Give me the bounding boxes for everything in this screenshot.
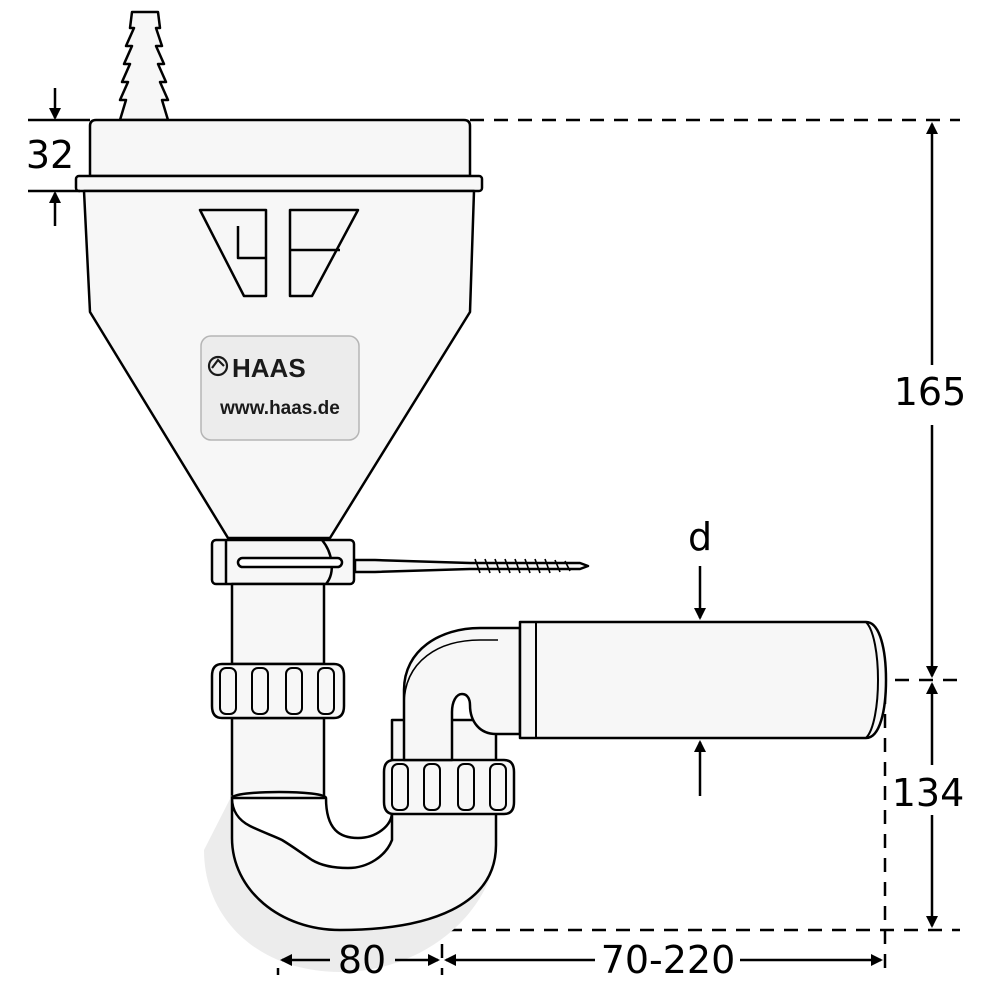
logo-plate: HAAS www.haas.de (200, 335, 360, 441)
vent-slot-left (198, 208, 268, 298)
logo-brand: HAAS (232, 353, 306, 383)
dim-label-d: d (688, 515, 712, 559)
wall-bracket (210, 538, 590, 586)
dim-label-32: 32 (26, 133, 74, 177)
vent-slot-left-inner (236, 226, 266, 260)
u-bend-shadow (204, 795, 496, 972)
outlet-elbow (402, 626, 522, 762)
vent-slot-right (288, 208, 360, 298)
funnel-lid (88, 118, 472, 178)
union-nut-left (210, 662, 346, 720)
inlet-pipe-lower (230, 716, 326, 800)
tap-icon (207, 355, 229, 377)
outlet-elbow-contour (403, 639, 498, 706)
u-bend (230, 796, 498, 932)
union-nut-left-ribs (219, 667, 335, 715)
union-nut-right-ribs (391, 763, 507, 811)
u-bend-inner-edge (230, 790, 394, 840)
funnel-rim (74, 174, 484, 193)
hose-nozzle (118, 10, 170, 122)
dimension-labels: 32 165 134 80 70-220 d (26, 133, 974, 982)
screw-shank (353, 558, 590, 574)
dim-label-134: 134 (892, 771, 965, 815)
dim-label-165: 165 (894, 370, 967, 414)
outlet-pipe (518, 620, 888, 740)
logo-url: www.haas.de (219, 398, 340, 419)
outlet-pipe-end-contour (865, 621, 879, 739)
funnel (74, 10, 484, 540)
dim-label-70-220: 70-220 (601, 938, 736, 982)
inlet-pipe-upper (230, 582, 326, 666)
logo-plate-background (200, 335, 360, 441)
union-nut-right (382, 758, 516, 816)
dimension-arrows (28, 88, 938, 966)
siphon-trap (204, 582, 888, 972)
screw-thread (474, 558, 571, 574)
dim-label-80: 80 (338, 938, 386, 982)
bracket-slot (236, 556, 344, 569)
